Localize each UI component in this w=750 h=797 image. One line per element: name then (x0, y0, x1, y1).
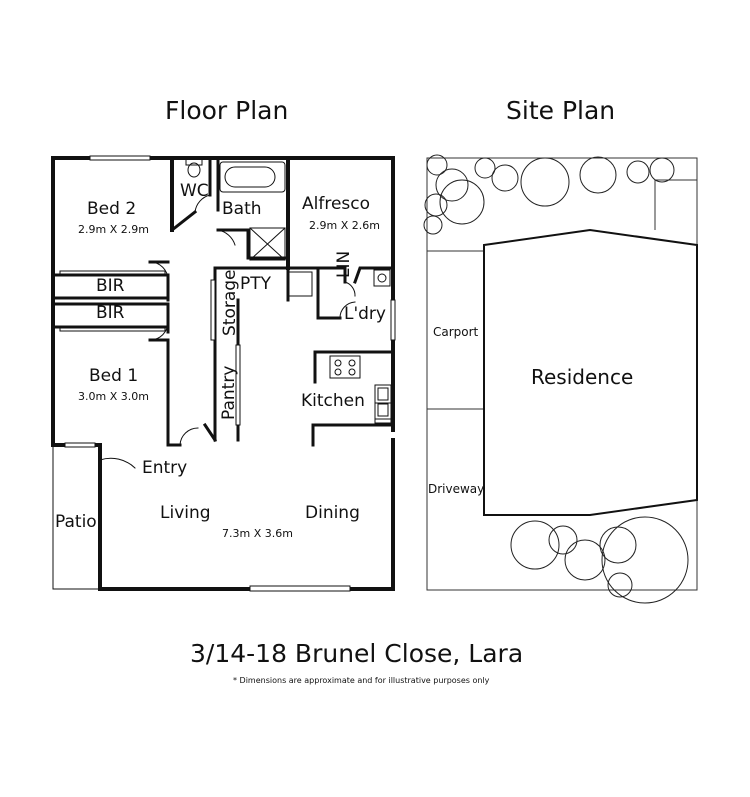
neighbour-boundary (654, 179, 697, 230)
room-label-storage: Storage (220, 269, 240, 336)
room-label-bath: Bath (222, 199, 262, 219)
room-label-kitchen: Kitchen (301, 391, 365, 411)
kitchen-sink (374, 384, 392, 420)
room-label-dining: Dining (305, 503, 360, 523)
site-label-carport: Carport (433, 325, 479, 339)
bathtub (219, 161, 286, 193)
site-label-driveway: Driveway (428, 482, 485, 496)
door-swings (99, 194, 356, 469)
room-label-alfresco: Alfresco (302, 194, 371, 214)
floor-plan (51, 155, 396, 592)
patio-outline (52, 444, 101, 590)
room-dim-alfresco: 2.9m X 2.6m (309, 219, 380, 232)
room-label-wc: WC (180, 181, 209, 201)
room-label-entry: Entry (142, 458, 188, 478)
room-label-pantry: Pantry (219, 365, 239, 420)
room-dim-bed2: 2.9m X 2.9m (78, 223, 149, 236)
toilet (185, 158, 203, 178)
room-label-lin: LIN (334, 250, 354, 278)
benchtop (374, 402, 392, 424)
wardrobe-doors (59, 155, 396, 592)
residence-outline (483, 228, 698, 516)
property-address: 3/14-18 Brunel Close, Lara (190, 639, 524, 668)
room-label-pty: PTY (240, 274, 272, 294)
washer-box (287, 271, 313, 297)
room-label-patio: Patio (55, 512, 97, 532)
site-plan (423, 154, 698, 604)
room-label-bir-bottom: BIR (96, 303, 125, 323)
room-label-ldry: L'dry (344, 304, 386, 324)
room-dim-living: 7.3m X 3.6m (222, 527, 293, 540)
room-label-bir-top: BIR (96, 276, 125, 296)
shower (249, 227, 286, 261)
room-label-bed1: Bed 1 (89, 366, 139, 386)
laundry-tub (373, 269, 391, 287)
site-label-residence: Residence (531, 365, 634, 389)
trees (423, 154, 689, 604)
room-dim-bed1: 3.0m X 3.0m (78, 390, 149, 403)
room-label-bed2: Bed 2 (87, 199, 137, 219)
disclaimer-note: * Dimensions are approximate and for ill… (233, 676, 490, 685)
site-plan-heading: Site Plan (506, 96, 616, 125)
cooktop (329, 355, 361, 379)
floor-plan-heading: Floor Plan (165, 96, 289, 125)
room-label-living: Living (160, 503, 211, 523)
